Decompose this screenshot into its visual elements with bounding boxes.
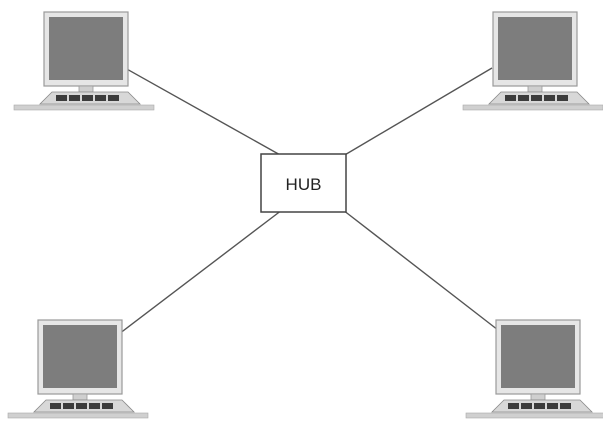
computer-top-right	[462, 11, 603, 111]
link-bottom-right	[342, 209, 499, 331]
desktop-computer-icon	[465, 319, 603, 419]
computer-bottom-left	[7, 319, 149, 419]
link-bottom-left	[114, 209, 283, 338]
computer-top-left	[13, 11, 155, 111]
desktop-computer-icon	[7, 319, 149, 419]
connections	[114, 67, 499, 338]
desktop-computer-icon	[13, 11, 155, 111]
link-top-left	[124, 67, 283, 157]
hub: HUB	[260, 153, 347, 213]
hub-label: HUB	[286, 175, 322, 194]
link-top-right	[342, 67, 493, 157]
computer-bottom-right	[465, 319, 603, 419]
desktop-computer-icon	[462, 11, 603, 111]
hub-box	[260, 153, 347, 213]
